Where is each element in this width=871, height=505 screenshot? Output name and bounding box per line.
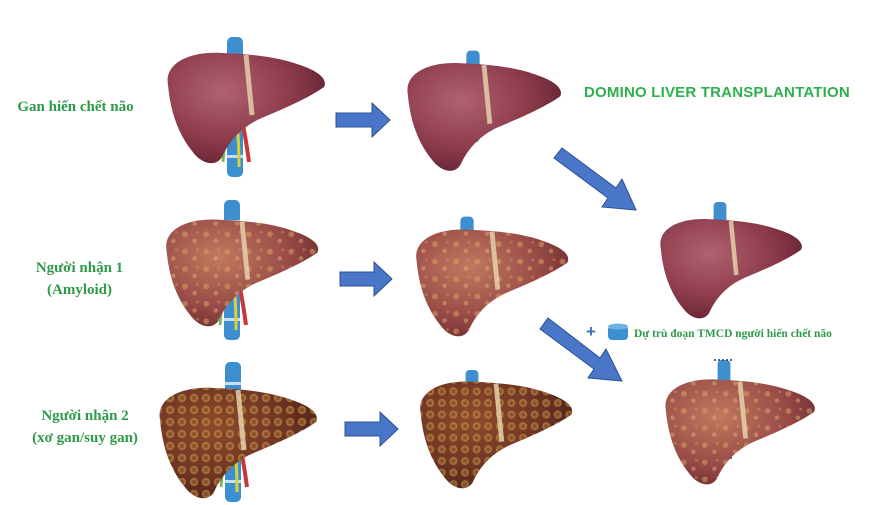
right-arrow-icon [335, 101, 391, 139]
diagram-title: DOMINO LIVER TRANSPLANTATION [584, 84, 850, 101]
donor-liver-prepared [407, 63, 561, 171]
vein-segment-icon [608, 323, 628, 340]
row-label-recipient1: Người nhận 1 (Amyloid) [12, 257, 147, 301]
recipient1-liver-prepared [416, 230, 568, 337]
row-label-recipient2-line1: Người nhận 2 [41, 408, 129, 424]
recipient2-liver-prepared [420, 382, 572, 489]
diagonal-arrow-icon [539, 317, 623, 382]
row-label-recipient2: Người nhận 2 (xơ gan/suy gan) [10, 405, 160, 449]
right-arrow-icon [339, 260, 393, 298]
plus-icon: + [586, 322, 596, 341]
right-arrow-icon [344, 410, 399, 448]
row-label-recipient1-line1: Người nhận 1 [35, 260, 124, 276]
transplanted-liver-1 [660, 219, 802, 318]
vein-reserve-note: Dự trù đoạn TMCD người hiến chết não [634, 328, 832, 340]
transplanted-liver-2 [665, 379, 814, 484]
row-label-recipient1-line2: (Amyloid) [47, 282, 112, 298]
row-label-recipient2-line2: (xơ gan/suy gan) [32, 430, 138, 446]
diagonal-arrow-icon [553, 147, 637, 211]
row-label-donor: Gan hiến chết não [17, 99, 134, 115]
